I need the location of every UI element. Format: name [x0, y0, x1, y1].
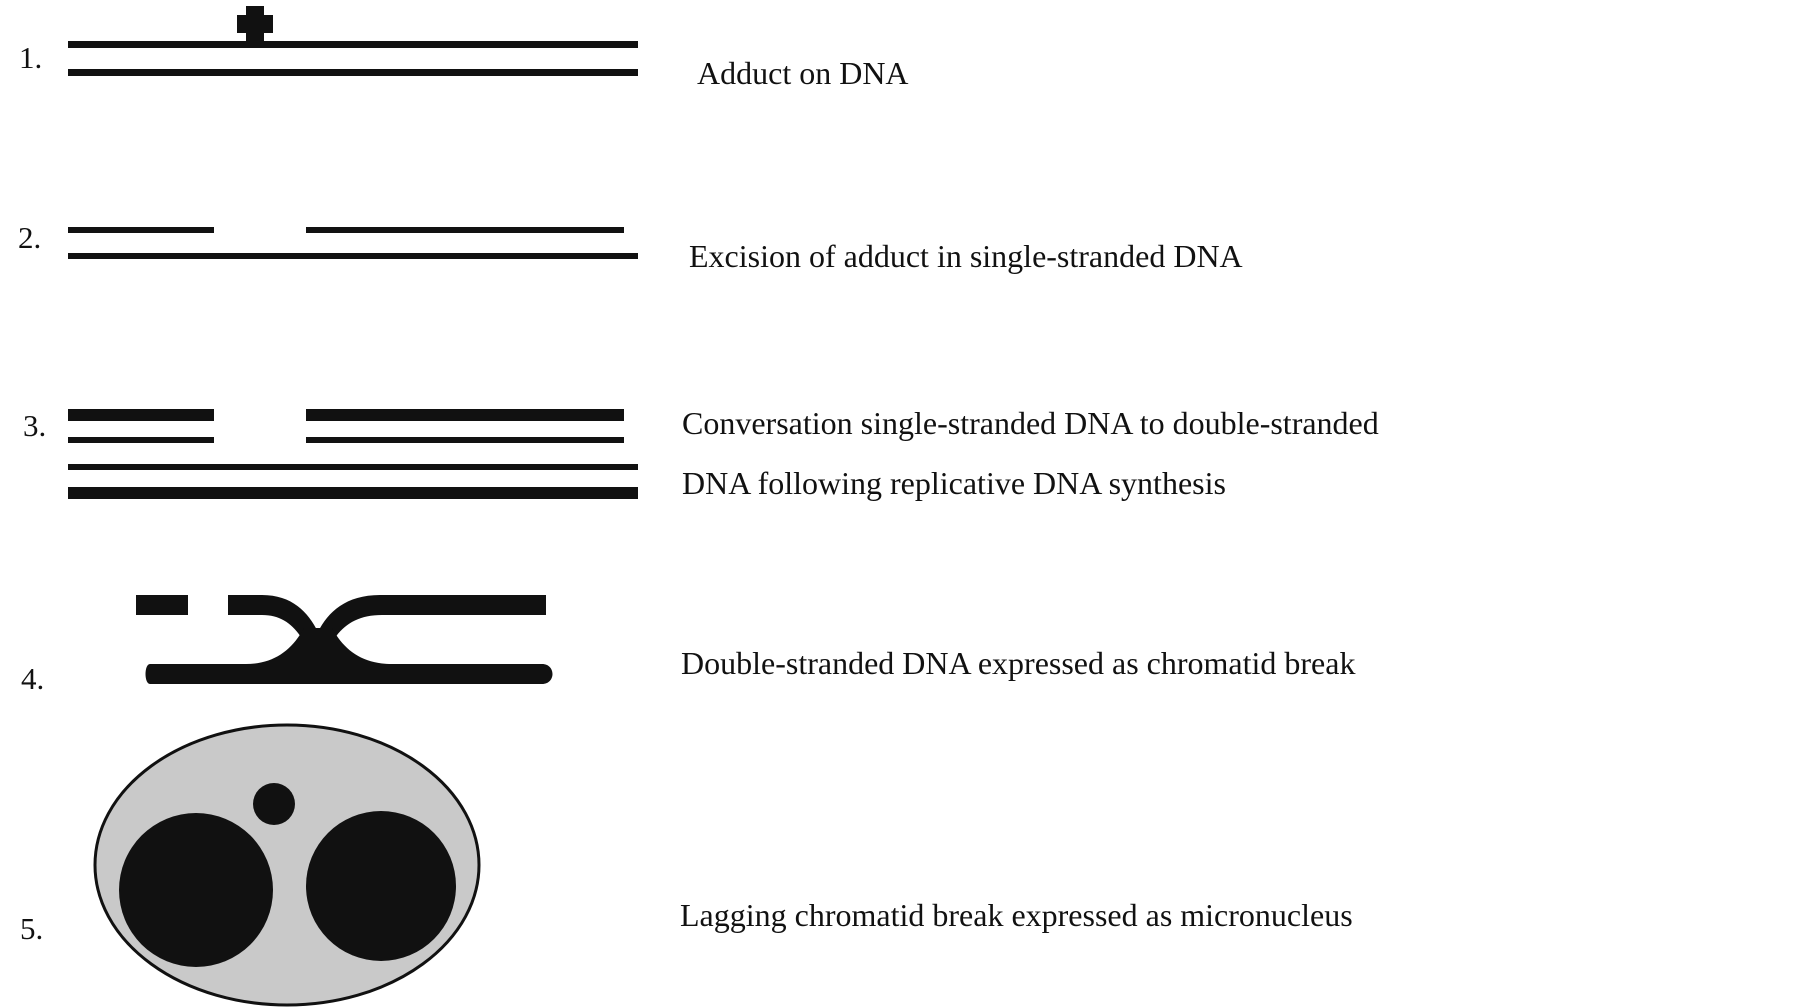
daughter-nucleus-left: [119, 813, 273, 967]
step-caption-1: Adduct on DNA: [697, 43, 909, 103]
step-number-3: 3.: [23, 408, 47, 443]
dna-strand-bottom: [68, 69, 638, 76]
caption-line: Conversation single-stranded DNA to doub…: [682, 405, 1379, 441]
caption-line: Adduct on DNA: [697, 55, 909, 91]
dna-strand-top-right: [306, 227, 624, 233]
step-number-1: 1.: [19, 40, 43, 75]
broken-chromatid-fragment: [136, 595, 188, 615]
step-2-illustration: [68, 227, 638, 259]
chromatid-lower-arm: [145, 628, 553, 684]
old-strand-left: [68, 437, 214, 443]
complementary-strand: [68, 487, 638, 499]
dna-strand-bottom: [68, 253, 638, 259]
step-5-illustration: [93, 723, 481, 1007]
step-caption-2: Excision of adduct in single-stranded DN…: [689, 226, 1243, 286]
step-1-illustration: [68, 6, 638, 76]
adduct-mark-bar: [237, 15, 273, 33]
caption-line: Excision of adduct in single-stranded DN…: [689, 238, 1243, 274]
micronucleus: [253, 783, 295, 825]
new-strand-right: [306, 409, 624, 421]
step-caption-5: Lagging chromatid break expressed as mic…: [680, 885, 1353, 945]
step-4-illustration: [136, 595, 553, 684]
old-strand-right: [306, 437, 624, 443]
step-number-2: 2.: [18, 220, 42, 255]
dna-strand-top: [68, 41, 638, 48]
caption-line: DNA following replicative DNA synthesis: [682, 465, 1226, 501]
dna-strand-top-left: [68, 227, 214, 233]
step-caption-4: Double-stranded DNA expressed as chromat…: [681, 633, 1355, 693]
step-number-5: 5.: [20, 911, 44, 946]
template-strand: [68, 464, 638, 470]
caption-line: Double-stranded DNA expressed as chromat…: [681, 645, 1356, 681]
step-number-4: 4.: [21, 661, 45, 696]
caption-line: Lagging chromatid break expressed as mic…: [680, 897, 1353, 933]
step-caption-3: Conversation single-stranded DNA to doub…: [682, 393, 1379, 513]
chromatid-upper-arm: [228, 595, 546, 655]
new-strand-left: [68, 409, 214, 421]
step-3-illustration: [68, 409, 638, 499]
daughter-nucleus-right: [306, 811, 456, 961]
